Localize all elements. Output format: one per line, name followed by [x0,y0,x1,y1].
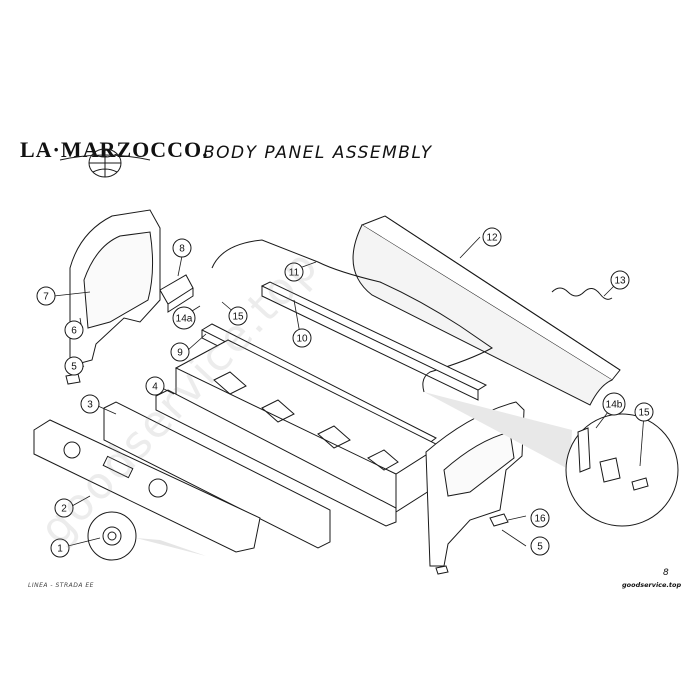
callout-c13-circle [610,270,630,290]
part-4-front-panel [155,389,397,527]
callout-c7-label: 7 [43,292,49,303]
page-number: 8 [663,568,669,578]
callout-c3-circle [80,394,100,414]
callout-c14b-label: 14b [606,400,623,411]
callout-c15b-label: 15 [638,408,650,419]
callout-c1-circle [50,538,70,558]
callout-c15b-circle [634,402,654,422]
part-12-top-cover [352,215,621,406]
part-6-left-side-panel [69,209,161,367]
callout-c16-label: 16 [534,514,546,525]
callout-c5a-circle [64,356,84,376]
callout-c16-circle [530,508,550,528]
callout-c14a-label: 14a [176,314,193,325]
callout-c15a-label: 15 [232,312,244,323]
callout-c2-circle [54,498,74,518]
detail-magnifier [424,392,679,527]
callout-c8-circle [172,238,192,258]
callout-c11-label: 11 [289,268,300,279]
part-16-foot-right [489,513,509,527]
callout-c7-circle [36,286,56,306]
callout-c4-label: 4 [152,382,158,393]
callout-c10-label: 10 [296,334,308,345]
part-5-foot-left [65,373,81,385]
callout-c9-label: 9 [177,348,183,359]
callout-c2-label: 2 [61,504,67,515]
callout-c5b-circle [530,536,550,556]
callout-c5b-label: 5 [537,542,543,553]
part-5-foot-right [435,565,449,575]
part-3-long-panel [103,401,331,549]
callout-c13-label: 13 [614,276,626,287]
callout-c8-label: 8 [179,244,185,255]
callout-c3-label: 3 [87,400,93,411]
callout-c6-label: 6 [71,326,77,337]
brand-logo: LA·MARZOCCO. [20,137,209,162]
callout-c6-circle [64,320,84,340]
callout-c14a-circle [172,306,196,330]
callout-c5a-label: 5 [71,362,77,373]
callout-c12-label: 12 [486,233,498,244]
callout-c1-label: 1 [57,544,63,555]
right-side-panel [425,401,525,567]
logo-globe-icon [59,148,151,178]
part-1-knob [87,511,206,561]
part-10-rail-channel [260,281,488,401]
part-11-bent-rod [211,239,493,393]
callout-c10-circle [292,328,312,348]
part-8-bracket [159,274,194,313]
part-13-script-badge [551,287,613,300]
callout-c14b-circle [602,392,626,416]
site-label: goodservice.top [622,581,682,589]
part-2-front-plate [33,419,261,553]
callout-c9-circle [170,342,190,362]
callout-c12-circle [482,227,502,247]
model-label: LINEA - STRADA EE [28,582,94,589]
page-title: BODY PANEL ASSEMBLY [203,143,433,163]
callout-c11-circle [284,262,304,282]
callout-c15a-circle [228,306,248,326]
callout-c4-circle [145,376,165,396]
